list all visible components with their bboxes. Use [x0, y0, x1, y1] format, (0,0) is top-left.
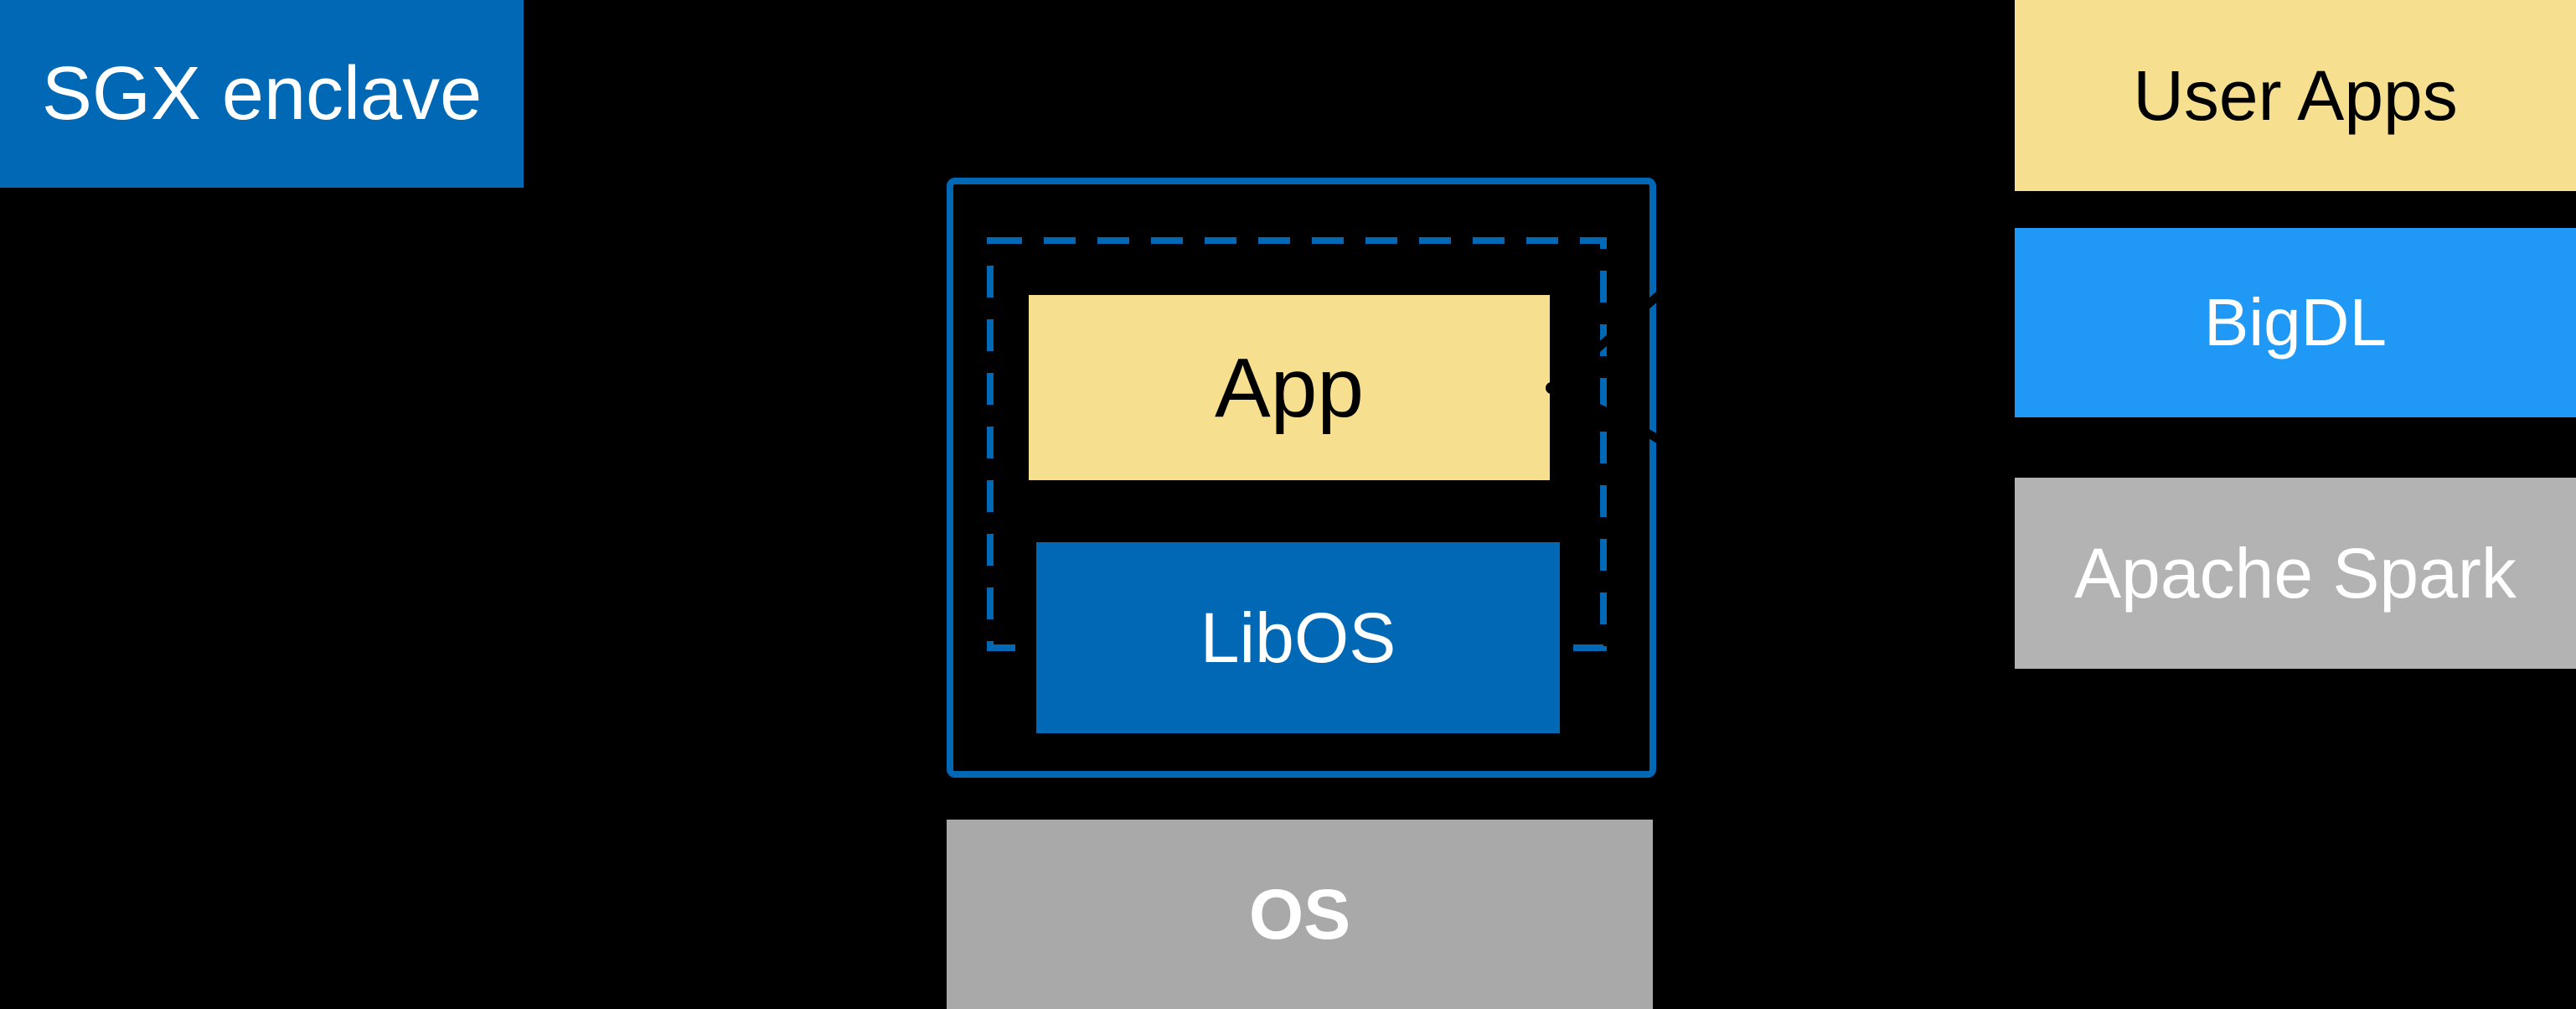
sgx-enclave-label: SGX enclave	[41, 52, 483, 136]
sgx-enclave-box: SGX enclave	[0, 0, 524, 188]
app-label: App	[1215, 340, 1364, 435]
stack-bigdl-box: BigDL	[2015, 228, 2576, 417]
apache-spark-label: Apache Spark	[2074, 534, 2517, 613]
bigdl-label: BigDL	[2204, 285, 2387, 360]
user-apps-label: User Apps	[2133, 56, 2458, 135]
enclave-pointer-dot	[519, 510, 530, 521]
libos-label: LibOS	[1200, 598, 1396, 677]
os-box: OS	[947, 820, 1653, 1009]
stack-apache-spark-box: Apache Spark	[2015, 478, 2576, 669]
stack-user-apps-box: User Apps	[2015, 0, 2576, 191]
enclave-outer-box	[947, 178, 1656, 778]
app-box: App	[1029, 295, 1550, 480]
libos-box: LibOS	[1036, 542, 1560, 733]
os-label: OS	[1248, 875, 1351, 954]
